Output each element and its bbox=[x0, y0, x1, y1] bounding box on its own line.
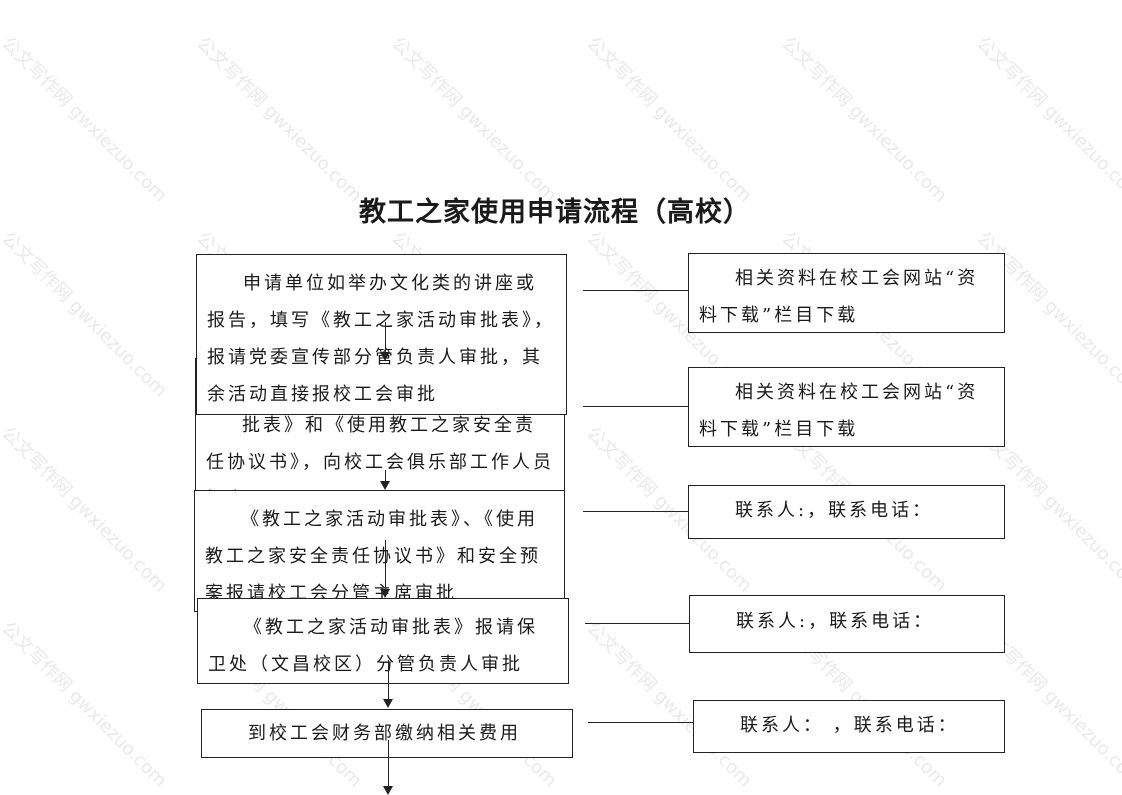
connector-line-5 bbox=[588, 722, 693, 723]
watermark-text: 公文写作网 gwxiezuo.com bbox=[777, 32, 951, 207]
note-box-3: 联系人:，联系电话： bbox=[688, 485, 1005, 539]
connector-line-1 bbox=[583, 290, 688, 291]
step-5-text: 到校工会财务部缴纳相关费用 bbox=[248, 723, 521, 744]
step-box-1: 申请单位如举办文化类的讲座或报告，填写《教工之家活动审批表》，报请党委宣传部分管… bbox=[196, 254, 567, 415]
watermark-text: 公文写作网 gwxiezuo.com bbox=[192, 32, 366, 207]
watermark-text: 公文写作网 gwxiezuo.com bbox=[0, 617, 171, 792]
step-4-text: 《教工之家活动审批表》报请保卫处（文昌校区）分管负责人审批 bbox=[208, 617, 538, 675]
flow-line-5 bbox=[388, 740, 389, 790]
step-box-5: 到校工会财务部缴纳相关费用 bbox=[201, 709, 573, 758]
connector-line-2 bbox=[583, 406, 688, 407]
watermark-text: 公文写作网 gwxiezuo.com bbox=[972, 32, 1122, 207]
connector-line-3 bbox=[583, 511, 688, 512]
note-box-5: 联系人： ，联系电话： bbox=[693, 700, 1005, 753]
note-2-text: 相关资料在校工会网站“资料下载”栏目下载 bbox=[699, 382, 979, 440]
step-2-text: 批表》和《使用教工之家安全责任协议书》，向校工会俱乐部工作人员提交 bbox=[206, 415, 554, 497]
flow-arrowhead-5 bbox=[383, 786, 393, 795]
flow-arrowhead-1 bbox=[380, 352, 390, 361]
note-4-text: 联系人:，联系电话： bbox=[736, 611, 935, 632]
flow-arrowhead-4 bbox=[383, 699, 393, 708]
flow-arrowhead-2 bbox=[380, 481, 390, 490]
step-1-text: 申请单位如举办文化类的讲座或报告，填写《教工之家活动审批表》，报请党委宣传部分管… bbox=[207, 273, 555, 405]
watermark-text: 公文写作网 gwxiezuo.com bbox=[387, 32, 561, 207]
flow-arrowhead-3 bbox=[380, 589, 390, 598]
watermark-text: 公文写作网 gwxiezuo.com bbox=[0, 422, 171, 597]
note-5-text: 联系人： ，联系电话： bbox=[740, 715, 959, 736]
flow-line-3 bbox=[385, 540, 386, 590]
connector-line-4 bbox=[585, 623, 689, 624]
watermark-text: 公文写作网 gwxiezuo.com bbox=[582, 32, 756, 207]
note-1-text: 相关资料在校工会网站“资料下载”栏目下载 bbox=[699, 268, 979, 326]
flow-line-2 bbox=[385, 470, 386, 482]
note-box-1: 相关资料在校工会网站“资料下载”栏目下载 bbox=[688, 253, 1005, 333]
watermark-text: 公文写作网 gwxiezuo.com bbox=[0, 32, 171, 207]
step-3-text: 《教工之家活动审批表》、《使用教工之家安全责任协议书》和安全预案报请校工会分管主… bbox=[205, 509, 541, 604]
note-box-2: 相关资料在校工会网站“资料下载”栏目下载 bbox=[688, 367, 1005, 447]
step-box-4: 《教工之家活动审批表》报请保卫处（文昌校区）分管负责人审批 bbox=[197, 598, 569, 684]
flow-line-4 bbox=[388, 660, 389, 700]
flow-line-1 bbox=[385, 322, 386, 352]
page-title: 教工之家使用申请流程（高校） bbox=[359, 197, 751, 228]
step-box-3: 《教工之家活动审批表》、《使用教工之家安全责任协议书》和安全预案报请校工会分管主… bbox=[194, 490, 565, 612]
note-box-4: 联系人:，联系电话： bbox=[689, 595, 1005, 653]
watermark-text: 公文写作网 gwxiezuo.com bbox=[0, 227, 171, 402]
note-3-text: 联系人:，联系电话： bbox=[735, 500, 934, 521]
